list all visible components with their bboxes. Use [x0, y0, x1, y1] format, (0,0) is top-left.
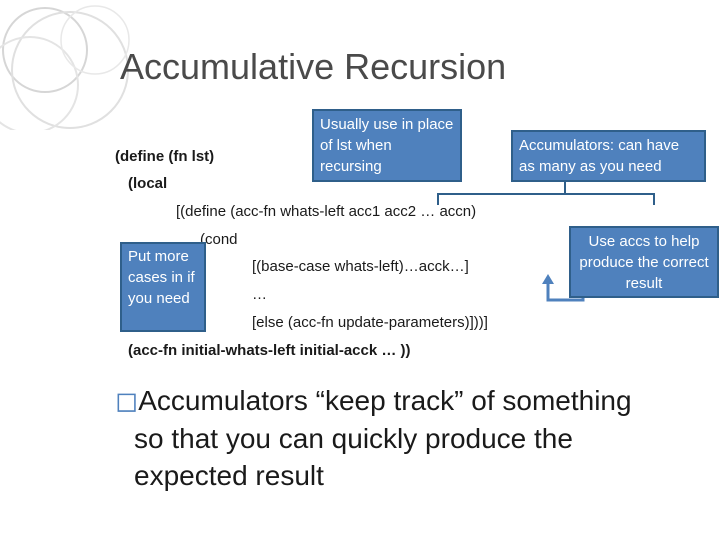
- decorative-circles: [0, 5, 130, 130]
- bullet-text-1: Accumulators “keep track” of something: [138, 385, 632, 416]
- accumulators-brace: [437, 182, 655, 205]
- slide-title: Accumulative Recursion: [120, 46, 507, 87]
- code-line-cond: (cond: [200, 231, 238, 248]
- bullet-line-3: expected result: [134, 460, 324, 491]
- code-line-acc-define: [(define (acc-fn whats-left acc1 acc2 … …: [176, 203, 477, 220]
- callout-lst: Usually use in place of lst when recursi…: [312, 109, 462, 182]
- code-line-define: (define (fn lst): [115, 148, 215, 165]
- code-line-base-case: [(base-case whats-left)…acck…]: [252, 258, 469, 275]
- bullet-line-2: so that you can quickly produce the: [134, 423, 573, 454]
- arrow-head-icon: [542, 274, 554, 284]
- callout-produce: Use accs to help produce the correct res…: [569, 226, 719, 298]
- code-line-local: (local: [128, 175, 168, 192]
- bullet-line-1: ◻Accumulators “keep track” of something: [115, 384, 632, 417]
- bullet-marker-icon: ◻: [115, 385, 139, 416]
- code-line-else: [else (acc-fn update-parameters)]))]: [252, 314, 488, 331]
- callout-cases: Put more cases in if you need: [120, 242, 206, 332]
- callout-accumulators: Accumulators: can have as many as you ne…: [511, 130, 706, 182]
- code-line-ellipsis: …: [252, 286, 267, 303]
- code-line-initial-call: (acc-fn initial-whats-left initial-acck …: [128, 342, 411, 359]
